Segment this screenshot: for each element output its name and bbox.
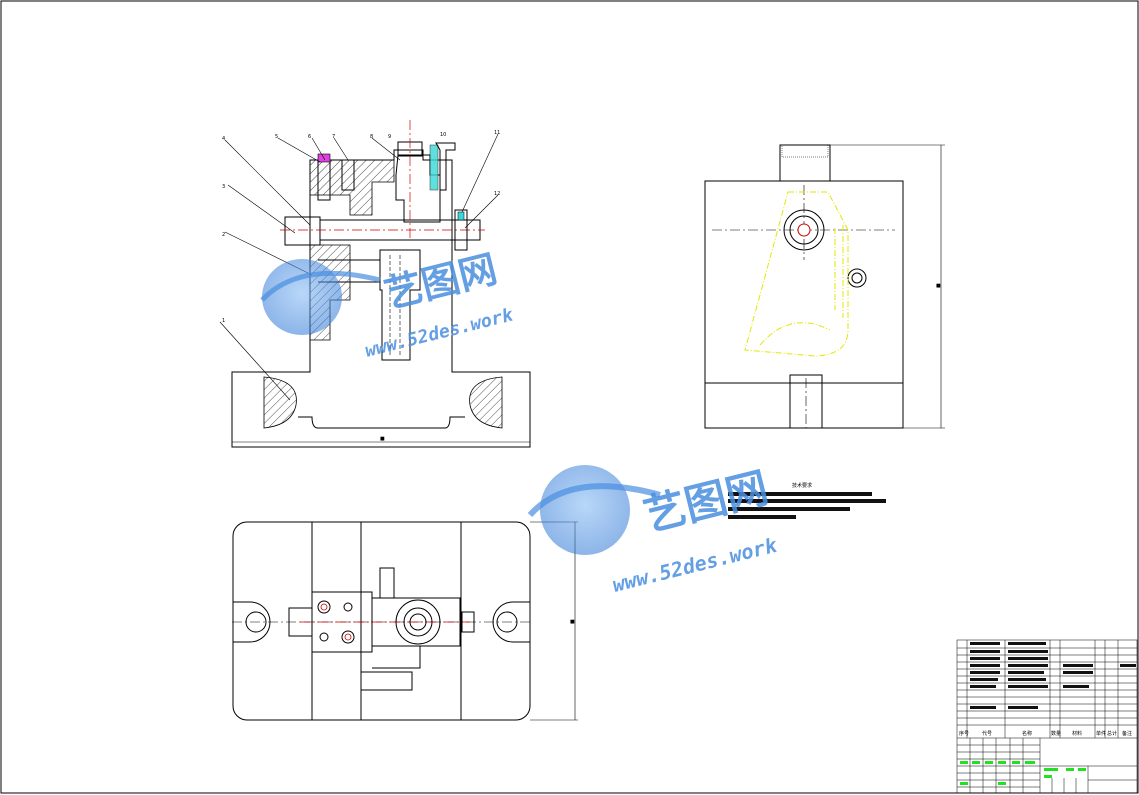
- top-view: ■: [232, 521, 578, 721]
- title-block: 序号 代号 名称 数量 材料 单件 总计 备注: [956, 639, 1138, 794]
- watermark-cn: 艺图网: [639, 463, 773, 541]
- balloon-label: 4: [222, 136, 225, 142]
- watermark-url: www.52des.work: [610, 533, 780, 597]
- balloon-label: 8: [370, 134, 373, 140]
- balloon-label: 10: [440, 132, 446, 138]
- watermark: 艺图网 www.52des.work 艺图网 www.52des.work: [260, 247, 780, 597]
- title-block-col-total: 总计: [1107, 730, 1117, 737]
- balloon-label: 1: [222, 318, 225, 324]
- balloon-labels: 1 2 3 4 5 6 7 8 9 10 11 12: [222, 130, 500, 324]
- parts-list-grid: [957, 640, 1137, 738]
- main-section-view: ■ 1 2 3 4 5 6 7 8 9 10 11 12: [219, 120, 531, 448]
- watermark-url: www.52des.work: [363, 304, 516, 361]
- top-height-dim: ■: [570, 619, 575, 625]
- title-block-col-name: 名称: [1022, 730, 1032, 737]
- balloon-label: 12: [494, 191, 500, 197]
- tech-requirements: 技术要求: [728, 482, 886, 519]
- signature-zone: [957, 738, 1086, 793]
- side-height-dim: ■: [936, 283, 941, 289]
- title-block-col-seq: 序号: [959, 730, 969, 737]
- title-block-col-qty: 数量: [1051, 730, 1061, 737]
- title-block-col-unit: 单件: [1096, 730, 1106, 737]
- title-block-col-material: 材料: [1072, 730, 1082, 737]
- balloon-label: 7: [332, 134, 335, 140]
- watermark-cn: 艺图网: [380, 247, 501, 317]
- balloon-label: 11: [494, 130, 500, 136]
- balloon-label: 3: [222, 184, 225, 190]
- main-width-dim: ■: [380, 436, 385, 442]
- balloon-label: 2: [222, 232, 225, 238]
- balloon-label: 6: [308, 134, 311, 140]
- title-block-col-code: 代号: [982, 730, 992, 737]
- title-block-col-remark: 备注: [1122, 730, 1132, 737]
- tech-requirements-title: 技术要求: [792, 482, 812, 489]
- balloon-label: 9: [388, 134, 391, 140]
- balloon-label: 5: [275, 134, 278, 140]
- side-view: ■: [704, 144, 945, 429]
